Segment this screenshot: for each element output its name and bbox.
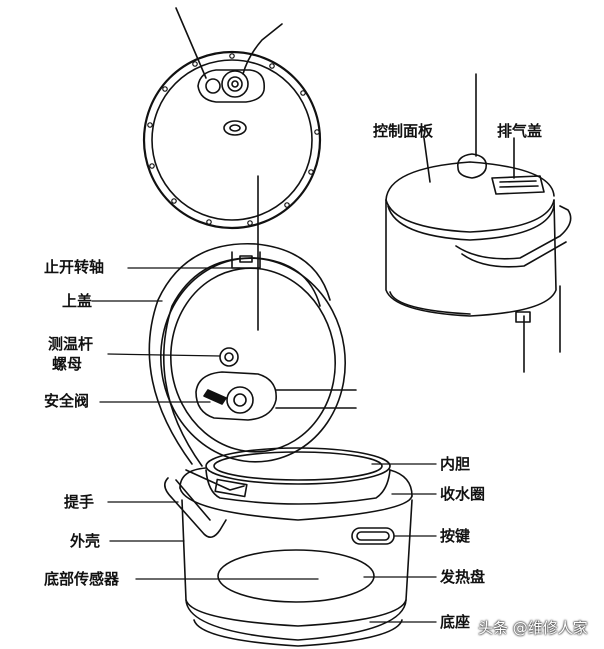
label-inner-pot: 内胆 [440, 455, 471, 473]
label-control-panel: 控制面板 [373, 122, 434, 140]
lid-top-view [142, 7, 322, 230]
watermark: 头条 @维修人家 [478, 619, 588, 637]
label-lid: 上盖 [62, 292, 93, 310]
label-shell: 外壳 [70, 532, 101, 550]
label-base: 底座 [440, 613, 471, 631]
label-thermo-nut-2: 螺母 [52, 355, 83, 373]
label-hinge: 止开转轴 [44, 258, 105, 276]
label-heating-plate: 发热盘 [440, 568, 486, 586]
cooker-body [164, 447, 413, 647]
leader-lines [91, 267, 437, 623]
label-water-ring: 收水圈 [440, 485, 486, 503]
label-thermo-nut-1: 测温杆 [48, 335, 94, 353]
label-safety-valve: 安全阀 [44, 392, 90, 410]
label-handle: 提手 [64, 493, 95, 511]
label-button: 按键 [440, 527, 471, 545]
closed-cooker [385, 73, 572, 373]
label-exhaust-cover: 排气盖 [497, 122, 543, 140]
lid-open-view [148, 242, 357, 467]
label-bottom-sensor: 底部传感器 [44, 570, 120, 588]
